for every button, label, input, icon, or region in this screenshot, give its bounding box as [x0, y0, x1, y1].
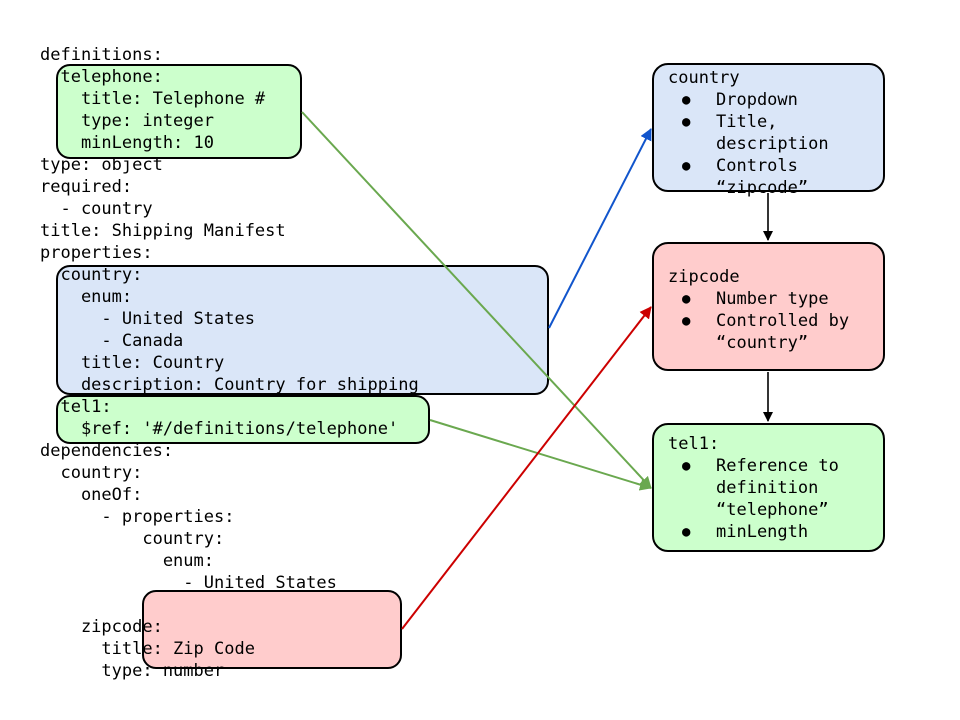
list-item: Controls “zipcode”: [668, 155, 869, 199]
code-line: title: Shipping Manifest: [40, 221, 286, 241]
zipcode-card-title: zipcode: [668, 267, 740, 287]
list-item: Controlled by “country”: [668, 310, 869, 354]
code-line: title: Zip Code: [40, 639, 255, 659]
zipcode-card: zipcode Number type Controlled by “count…: [652, 242, 885, 371]
tel1-highlight: [56, 395, 430, 444]
code-line: enum:: [40, 551, 214, 571]
tel1-card-list: Reference to definition “telephone” minL…: [668, 455, 869, 543]
tel1-card-title: tel1:: [668, 434, 720, 454]
code-line: enum:: [40, 287, 133, 307]
code-line: - country: [40, 199, 153, 219]
code-line: title: Telephone #: [40, 89, 266, 109]
country-card: country Dropdown Title, description Cont…: [652, 63, 885, 198]
code-line: - properties:: [40, 507, 235, 527]
list-item: Title, description: [668, 111, 869, 155]
telephone-highlight: [56, 64, 302, 159]
code-line: - United States: [40, 309, 255, 329]
zipcode-highlight: [142, 590, 402, 669]
code-line: properties:: [40, 243, 153, 263]
code-line: definitions:: [40, 45, 163, 65]
tel1-card: tel1: Reference to definition “telephone…: [652, 423, 885, 552]
code-line: - United States: [40, 573, 337, 593]
code-line: zipcode:: [40, 617, 163, 637]
list-item: Dropdown: [668, 89, 869, 111]
code-line: type: object: [40, 155, 163, 175]
list-item: Number type: [668, 288, 869, 310]
yaml-schema-code: definitions: telephone: title: Telephone…: [40, 44, 419, 682]
country-card-list: Dropdown Title, description Controls “zi…: [668, 89, 869, 199]
code-line: - Canada: [40, 331, 184, 351]
list-item: Reference to definition “telephone”: [668, 455, 869, 521]
arrow-country-to-country-card: [548, 128, 652, 329]
code-line: country:: [40, 265, 143, 285]
code-line: tel1:: [40, 397, 112, 417]
code-line: description: Country for shipping: [40, 375, 419, 395]
code-line: type: integer: [40, 111, 214, 131]
code-line: title: Country: [40, 353, 225, 373]
code-line: country:: [40, 463, 143, 483]
list-item: minLength: [668, 521, 869, 543]
code-line: dependencies:: [40, 441, 174, 461]
code-line: required:: [40, 177, 133, 197]
code-line: $ref: '#/definitions/telephone': [40, 419, 399, 439]
code-line: minLength: 10: [40, 133, 214, 153]
country-card-title: country: [668, 68, 740, 88]
code-line: type: number: [40, 661, 225, 681]
arrow-telephone-to-tel1-card: [301, 111, 652, 489]
code-line: telephone:: [40, 67, 163, 87]
arrow-zipcode-to-zipcode-card: [401, 306, 652, 630]
arrow-tel1-to-tel1-card: [429, 419, 652, 491]
zipcode-card-list: Number type Controlled by “country”: [668, 288, 869, 354]
code-line: country:: [40, 529, 225, 549]
code-line: oneOf:: [40, 485, 143, 505]
country-highlight: [56, 265, 549, 395]
